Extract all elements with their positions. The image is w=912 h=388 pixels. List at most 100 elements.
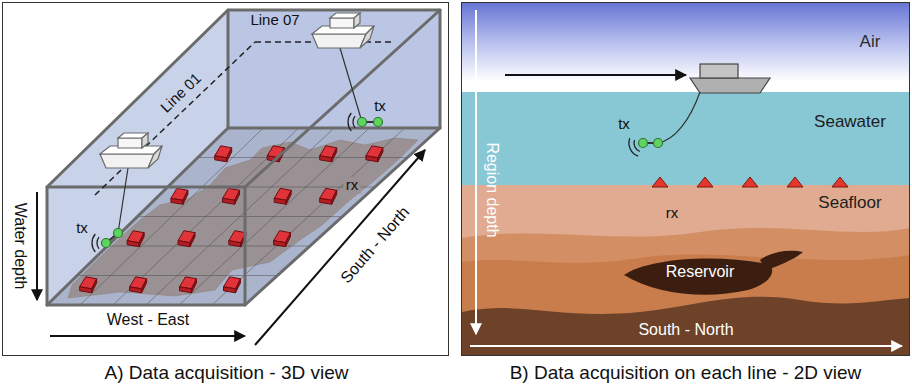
box-edges <box>228 10 440 128</box>
distance-axis-arrow <box>470 345 902 347</box>
rock-layer <box>462 228 909 355</box>
axis-arrows <box>36 192 38 300</box>
transmitter <box>358 118 367 127</box>
receiver-array <box>274 188 291 204</box>
tow-cable <box>658 92 700 143</box>
receiver-array <box>223 188 240 204</box>
axis-arrows <box>37 150 425 345</box>
seafloor-grid <box>138 216 343 217</box>
box-edges <box>47 10 228 187</box>
vessel <box>690 64 770 93</box>
axis-label: South - North <box>336 202 414 288</box>
panel-caption: A) Data acquisition - 3D view <box>105 363 349 384</box>
transmitter <box>97 237 99 249</box>
band-label: Seawater <box>814 113 886 132</box>
transmitter <box>114 229 123 238</box>
transmitter <box>639 139 648 148</box>
box-edges <box>47 10 440 305</box>
rx-label: rx <box>344 177 361 194</box>
receiver-array <box>178 231 195 247</box>
tx-label: tx <box>372 98 388 115</box>
box-edges <box>47 128 228 305</box>
vessel <box>700 64 738 78</box>
transmitter <box>353 116 355 128</box>
survey-box-3d <box>37 10 440 345</box>
box-volume <box>47 10 440 305</box>
receiver-array <box>366 146 383 162</box>
transmitter <box>348 113 351 131</box>
receiver-array <box>320 146 337 162</box>
receiver-array <box>320 188 337 204</box>
axis-label: Water depth <box>11 201 29 292</box>
receiver-array <box>80 277 97 293</box>
receiver-array <box>130 277 147 293</box>
seafloor-grid <box>77 275 277 276</box>
seafloor-grid <box>77 128 407 305</box>
transmitter <box>374 118 383 127</box>
reservoir-label: Reservoir <box>666 263 734 281</box>
depth-axis-arrow <box>475 10 477 334</box>
reservoir-shape <box>760 251 803 270</box>
axis-arrows <box>255 150 425 345</box>
receiver-array <box>229 231 246 247</box>
receivers <box>652 177 668 187</box>
panel-caption: B) Data acquisition on each line - 2D vi… <box>510 363 862 384</box>
reservoir-shape <box>624 259 772 295</box>
axis-label: South - North <box>636 321 735 339</box>
section-2d <box>462 3 909 355</box>
receivers <box>652 177 848 187</box>
receiver-array <box>224 277 241 293</box>
panel-frame: B) Data acquisition on each line - 2D vi… <box>461 2 910 356</box>
survey-lines <box>95 42 395 195</box>
panel-frame: A) Data acquisition - 3D view <box>2 2 449 356</box>
air-band: Air <box>462 3 909 92</box>
receiver-array <box>215 146 232 162</box>
air-fill <box>462 3 909 92</box>
box-edges <box>245 10 440 187</box>
tow-direction-arrow <box>505 74 686 76</box>
survey-lines <box>95 42 255 195</box>
cables <box>340 48 362 122</box>
receiver-array <box>127 231 144 247</box>
seafloor-fill <box>462 185 909 355</box>
receivers <box>832 177 848 187</box>
transmitter <box>102 239 111 248</box>
tx-label: tx <box>616 116 632 133</box>
receivers <box>742 177 758 187</box>
receiver-array <box>180 277 197 293</box>
seafloor-plane <box>47 128 440 305</box>
cables <box>118 168 128 233</box>
rock-layer <box>462 255 909 355</box>
axis-label: Region depth <box>483 140 501 239</box>
rock-layer <box>462 297 909 355</box>
axis-label: West - East <box>105 311 191 329</box>
line-label: Line 07 <box>248 12 301 29</box>
band-label: Air <box>860 33 881 52</box>
seawater-fill <box>462 92 909 185</box>
transmitter <box>92 229 122 253</box>
transmitter <box>629 138 663 156</box>
cables <box>118 48 362 233</box>
vessel <box>100 133 162 168</box>
rx-label: rx <box>664 205 681 222</box>
tx-label: tx <box>74 220 90 237</box>
receiver-array <box>171 188 188 204</box>
transmitter <box>348 113 382 131</box>
transmitter <box>629 138 638 156</box>
receivers <box>787 177 803 187</box>
vessel <box>312 13 374 48</box>
transmitter <box>92 234 95 252</box>
box-back-face <box>228 10 440 128</box>
transmitter <box>634 140 640 152</box>
reservoir-body: Reservoir <box>620 248 805 298</box>
vessel <box>690 78 770 93</box>
receivers <box>697 177 713 187</box>
band-label: Seafloor <box>818 194 881 213</box>
box-edges <box>47 187 245 305</box>
axis-arrows <box>50 335 245 337</box>
box-edges <box>245 128 440 305</box>
seawater-band: Seawater <box>462 92 909 185</box>
